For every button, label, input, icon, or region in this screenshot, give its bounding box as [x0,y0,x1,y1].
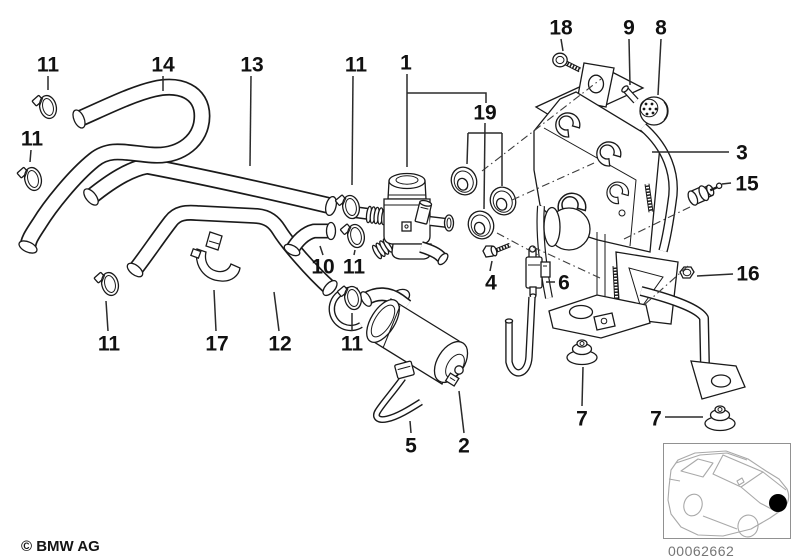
part-callout-7: 7 [576,408,588,431]
part-callout-16: 16 [736,263,759,286]
callout-leader-4 [489,260,493,272]
dashed-guides [481,78,691,307]
callout-leader-1 [407,92,487,103]
part-callout-11: 11 [98,333,121,356]
car-inset: 00062662 [663,443,791,559]
callout-leader-11 [351,75,354,186]
grommet-19 [450,166,478,196]
part-callout-8: 8 [655,17,667,40]
part-callout-17: 17 [205,333,228,356]
hose-clamp-11 [339,223,366,249]
part-callout-12: 12 [268,333,291,356]
callout-leader-17 [213,289,217,332]
rubber-mount-7 [566,339,598,366]
grommet-19 [467,210,495,240]
hose-13 [83,157,338,217]
part-callout-11: 11 [343,256,366,279]
callout-leader-16 [696,273,734,277]
callout-leader-12 [273,291,280,332]
callout-leader-19 [466,132,469,165]
callout-leader-2 [458,390,465,434]
callout-leader-11 [353,249,356,256]
part-callout-13: 13 [240,54,263,77]
j-hose [504,296,536,377]
callout-leader-15 [721,182,732,185]
hose-14 [18,78,211,254]
callout-leader-11 [105,300,109,332]
bolt-4 [482,242,511,258]
part-callout-11: 11 [341,333,364,356]
part-callout-10: 10 [311,256,334,279]
hose-clamp-11 [336,285,363,311]
part-callout-5: 5 [405,435,417,458]
bolt-18 [552,52,582,73]
bracket-3 [533,62,746,400]
knob-8 [639,96,669,126]
hose-clamp-11 [31,94,58,120]
part-callout-11: 11 [37,54,60,77]
hose-clamp-11 [93,271,120,297]
elbow-hose-10 [283,221,337,257]
part-callout-11: 11 [345,54,368,77]
nut-16 [679,266,695,279]
callout-leader-8 [657,38,662,96]
callout-leader-18 [560,38,564,52]
aux-pump-2 [328,286,469,387]
locator-dot [769,494,787,512]
part-callout-4: 4 [485,272,497,295]
part-callout-1: 1 [400,52,412,75]
part-callout-19: 19 [473,102,496,125]
part-callout-6: 6 [558,272,570,295]
pin-9 [621,85,639,104]
callout-leader-11 [29,149,32,163]
grommet-19 [489,186,517,216]
valve-connector [414,199,433,225]
strap-5 [372,360,423,423]
image-code: 00062662 [668,543,734,559]
part-callout-2: 2 [458,435,470,458]
water-valve-1 [349,172,455,266]
callout-leader-9 [628,38,631,86]
part-callout-7: 7 [650,408,662,431]
callout-leader-7 [581,366,584,407]
check-valve-15 [687,182,723,206]
callout-leader-19 [483,122,486,210]
holder-17 [190,231,241,282]
part-callout-14: 14 [151,54,175,77]
callout-leader-10 [319,245,324,256]
part-callout-11: 11 [21,128,44,151]
callout-leader-5 [409,420,412,434]
hose-clamp-11 [16,166,43,192]
inset-box [663,443,791,539]
part-callout-18: 18 [549,17,573,40]
pump-terminal [444,372,460,387]
part-callout-3: 3 [736,142,748,165]
callout-leader-13 [249,75,252,167]
part-callout-9: 9 [623,17,635,40]
rubber-mount-7 [704,405,736,432]
copyright-text: © BMW AG [21,538,100,555]
hose-clamp-11 [334,194,361,220]
part-callout-15: 15 [735,173,759,196]
